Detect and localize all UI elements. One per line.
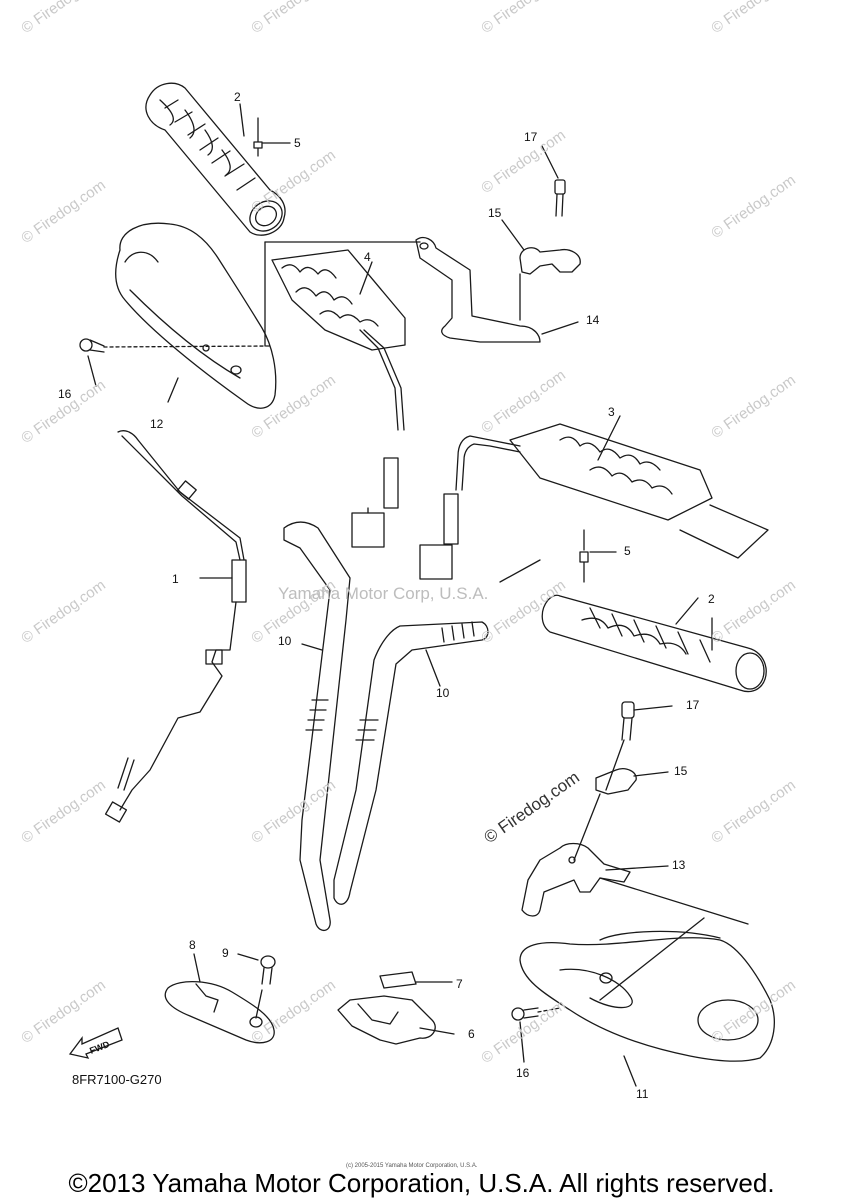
callout-17: 17 [524, 130, 538, 144]
bolt-16-lower [511, 1007, 561, 1063]
bracket-upper [415, 236, 579, 343]
hand-guard-lower [519, 917, 775, 1062]
callout-5: 5 [294, 136, 301, 150]
center-watermark: Yamaha Motor Corp, U.S.A. [278, 584, 489, 603]
callout-4: 4 [364, 250, 371, 264]
callout-16: 16 [516, 1066, 530, 1080]
leader-lines [87, 103, 699, 1087]
screw-9 [237, 953, 276, 1019]
part-code: 8FR7100-G270 [72, 1072, 162, 1087]
pad-7 [379, 971, 453, 989]
callout-13: 13 [672, 858, 686, 872]
bracket-lower [521, 842, 749, 925]
hand-guard-upper [115, 222, 277, 409]
grip-upper [145, 82, 286, 236]
handlebar-tube-right [333, 621, 489, 905]
clamp-lower [573, 768, 669, 861]
fwd-arrow-icon: FWD [68, 1027, 123, 1059]
bolt-17-lower [605, 701, 673, 791]
clamp-upper [501, 219, 581, 321]
callout-10: 10 [436, 686, 450, 700]
callout-11: 11 [636, 1087, 649, 1101]
grip-lower [541, 594, 767, 693]
callout-14: 14 [586, 313, 600, 327]
callout-7: 7 [456, 977, 463, 991]
bolt-upper [79, 241, 421, 353]
callout-9: 9 [222, 946, 229, 960]
rivet-lower [499, 529, 617, 583]
holder-6 [337, 995, 455, 1045]
callout-10: 10 [278, 634, 292, 648]
callout-15: 15 [488, 206, 502, 220]
bolt-17-upper [541, 145, 566, 217]
throttle-cable [104, 430, 247, 823]
callout-8: 8 [189, 938, 196, 952]
rivet-upper [253, 117, 291, 157]
handlebar-tube-left [283, 521, 351, 931]
callout-3: 3 [608, 405, 615, 419]
callout-2: 2 [708, 592, 715, 606]
callout-15: 15 [674, 764, 688, 778]
callout-6: 6 [468, 1027, 475, 1041]
callout-5: 5 [624, 544, 631, 558]
callout-2: 2 [234, 90, 241, 104]
tiny-copyright: (c) 2005-2015 Yamaha Motor Corporation, … [346, 1163, 478, 1169]
copyright-footer: ©2013 Yamaha Motor Corporation, U.S.A. A… [68, 1168, 775, 1198]
callout-1: 1 [172, 572, 179, 586]
heater-element-upper [271, 249, 406, 548]
callout-12: 12 [150, 417, 164, 431]
heater-element-lower [419, 423, 769, 580]
callout-17: 17 [686, 698, 700, 712]
callout-16: 16 [58, 387, 72, 401]
